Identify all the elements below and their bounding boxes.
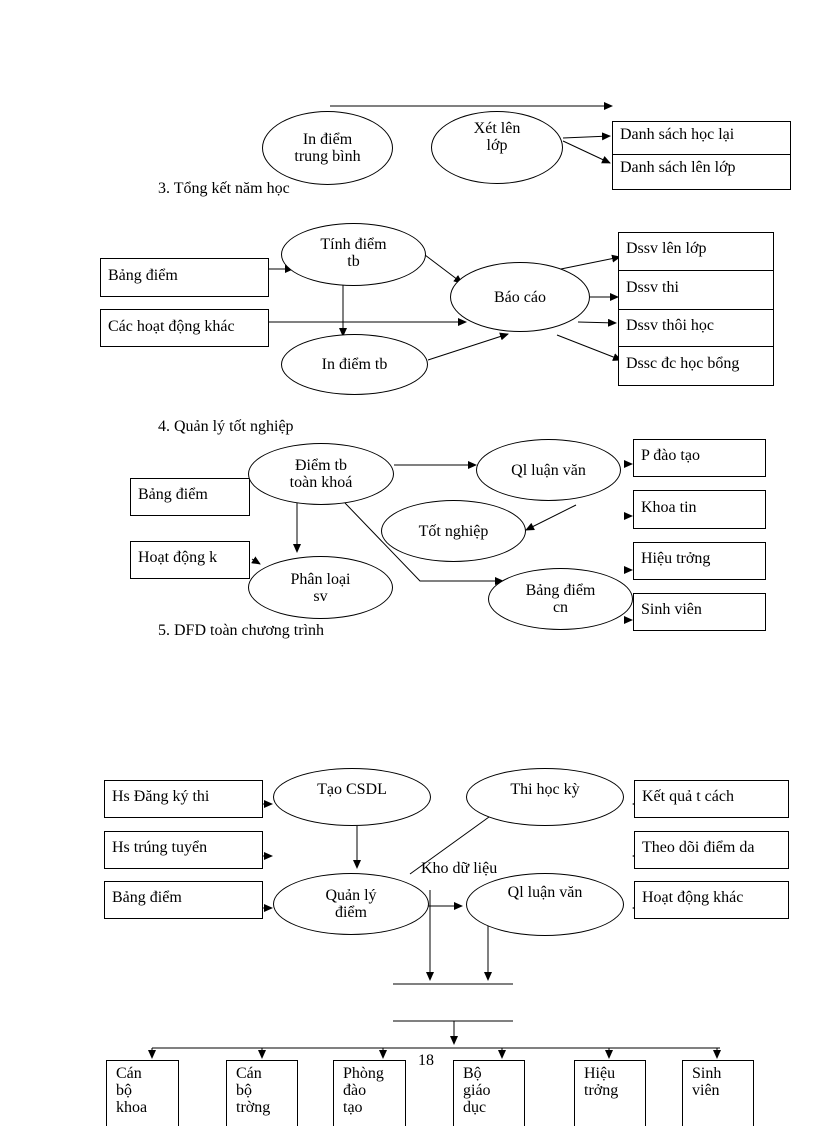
input-ket-qua: Kết quả t cách (634, 780, 789, 818)
arrow-ql-totnghiep (525, 504, 577, 531)
process-tao-csdl: Tạo CSDL (273, 768, 431, 826)
arrow-in-baocao (427, 332, 509, 361)
input-hoat-dong-k: Hoạt động k (130, 541, 250, 579)
output-hieu-truong-2: Hiệu trởng (574, 1060, 646, 1126)
arrow-baocao-o1 (555, 254, 621, 271)
output-sinh-vien-2: Sinh viên (682, 1060, 754, 1126)
input-hoat-dong-khac: Hoạt động khác (634, 881, 789, 919)
output-p-dao-tao: P đào tạo (633, 439, 766, 477)
input-bang-diem-3: Bảng điểm (104, 881, 263, 919)
output-can-bo-khoa: Cán bộ khoa (106, 1060, 179, 1126)
heading-dfd-toan-chuong-trinh: 5. DFD toàn chương trình (158, 622, 325, 639)
input-bang-diem: Bảng điểm (100, 258, 269, 297)
input-hs-dang-ky-thi: Hs Đăng ký thi (104, 780, 263, 818)
process-ql-luan-van-2: Ql luận văn (466, 873, 624, 936)
input-theo-doi-diem: Theo dõi điểm da (634, 831, 789, 869)
process-in-diem-trung-binh: In điểm trung bình (262, 111, 393, 185)
output-sinh-vien: Sinh viên (633, 593, 766, 631)
output-bo-giao-duc: Bộ giáo dục (453, 1060, 525, 1126)
process-xet-len-lop: Xét lên lớp (431, 111, 563, 184)
output-danh-sach-len-lop: Danh sách lên lớp (612, 154, 791, 190)
process-thi-hoc-ky: Thi học kỳ (466, 768, 624, 826)
arrow-diem-bangdiemcn (344, 502, 504, 585)
process-bao-cao: Báo cáo (450, 262, 590, 332)
arrow-xet-to-lenlop (562, 140, 611, 164)
process-in-diem-tb: In điểm tb (281, 334, 428, 395)
process-quan-ly-diem: Quản lý điểm (273, 873, 429, 935)
arrow-tinh-baocao (424, 254, 463, 284)
heading-quan-ly-tot-nghiep: 4. Quản lý tốt nghiệp (158, 418, 294, 435)
process-bang-diem-cn: Bảng điểm cn (488, 568, 633, 630)
label-kho-du-lieu: Kho dữ liệu (421, 860, 498, 877)
process-phan-loai-sv: Phân loại sv (248, 556, 393, 619)
output-dssv-len-lop: Dssv lên lớp (618, 232, 774, 271)
input-cac-hoat-dong-khac: Các hoạt động khác (100, 309, 269, 347)
output-hieu-truong: Hiệu trởng (633, 542, 766, 580)
input-hs-trung-tuyen: Hs trúng tuyển (104, 831, 263, 869)
output-khoa-tin: Khoa tin (633, 490, 766, 529)
process-ql-luan-van: Ql luận văn (476, 439, 621, 501)
arrow-xet-to-hoclai (562, 132, 611, 141)
arrow-baocao-o4 (556, 334, 622, 361)
page-number: 18 (417, 1052, 435, 1070)
output-dssc-hoc-bong: Dssc đc học bổng (618, 346, 774, 386)
output-can-bo-truong: Cán bộ trờng (226, 1060, 298, 1126)
output-phong-dao-tao: Phòng đào tạo (333, 1060, 406, 1126)
process-diem-tb-toan-khoa: Điểm tb toàn khoá (248, 443, 394, 505)
line-thi-quanly (409, 816, 490, 875)
arrow-baocao-o3 (577, 318, 617, 327)
output-dssv-thi: Dssv thi (618, 270, 774, 310)
output-danh-sach-hoc-lai: Danh sách học lại (612, 121, 791, 155)
output-dssv-thoi-hoc: Dssv thôi học (618, 309, 774, 347)
heading-tong-ket-nam-hoc: 3. Tổng kết năm học (158, 180, 290, 197)
arrow-hoatdong-phanloai (251, 556, 261, 565)
process-tinh-diem-tb: Tính điểm tb (281, 223, 426, 286)
process-tot-nghiep: Tốt nghiệp (381, 500, 526, 562)
input-bang-diem-2: Bảng điểm (130, 478, 250, 516)
